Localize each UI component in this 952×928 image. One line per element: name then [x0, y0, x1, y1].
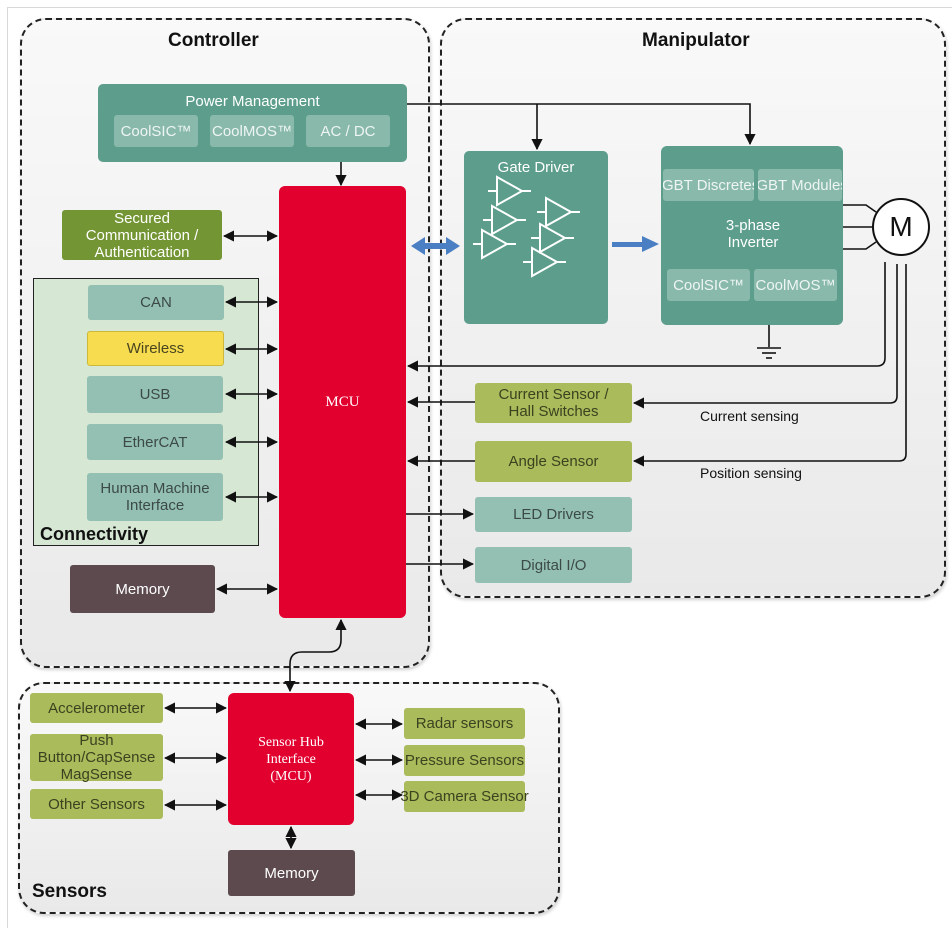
sensors-memory[interactable]: Memory [228, 850, 355, 896]
connectivity-usb[interactable]: USB [87, 376, 223, 413]
secured-communication-label: Secured Communication / Authentication [85, 209, 199, 261]
connectivity-ethercat[interactable]: EtherCAT [87, 424, 223, 460]
led-drivers-block[interactable]: LED Drivers [475, 497, 632, 532]
controller-memory[interactable]: Memory [70, 565, 215, 613]
sensor-radar[interactable]: Radar sensors [404, 708, 525, 739]
secured-communication-block[interactable]: Secured Communication / Authentication [62, 209, 222, 261]
inverter-coolsic[interactable]: CoolSIC™ [667, 269, 750, 301]
inverter-igbt-discretes[interactable]: IGBT Discretes [663, 169, 754, 201]
pm-coolsic[interactable]: CoolSIC™ [114, 115, 198, 147]
inverter-igbt-modules[interactable]: IGBT Modules [758, 169, 842, 201]
gate-driver-block[interactable]: Gate Driver [464, 151, 608, 324]
connectivity-hmi-label: Human Machine Interface [100, 480, 210, 514]
current-sensing-label: Current sensing [700, 408, 799, 424]
current-sensor-block[interactable]: Current Sensor / Hall Switches [475, 383, 632, 423]
connectivity-can[interactable]: CAN [88, 285, 224, 320]
sensor-accelerometer[interactable]: Accelerometer [30, 693, 163, 723]
gate-driver-label: Gate Driver [497, 159, 575, 176]
sensor-hub-label: Sensor Hub Interface (MCU) [258, 734, 324, 784]
connectivity-wireless[interactable]: Wireless [87, 331, 224, 366]
connectivity-title: Connectivity [40, 524, 149, 544]
power-management-block[interactable]: Power Management [98, 84, 407, 162]
angle-sensor-block[interactable]: Angle Sensor [475, 441, 632, 482]
sensor-push-button[interactable]: Push Button/CapSense MagSense [30, 732, 163, 783]
pm-ac-dc[interactable]: AC / DC [306, 115, 390, 147]
sensor-3d-camera[interactable]: 3D Camera Sensor [400, 781, 529, 812]
diagram-frame [7, 7, 952, 928]
pm-coolmos[interactable]: CoolMOS™ [210, 115, 294, 147]
inverter-coolmos[interactable]: CoolMOS™ [754, 269, 837, 301]
sensor-hub-block[interactable]: Sensor Hub Interface (MCU) [228, 693, 354, 825]
mcu-block[interactable]: MCU [279, 186, 406, 618]
sensor-other[interactable]: Other Sensors [30, 789, 163, 819]
controller-title: Controller [168, 30, 259, 51]
current-sensor-label: Current Sensor / Hall Switches [498, 386, 609, 420]
sensor-push-button-label: Push Button/CapSense MagSense [37, 732, 156, 783]
sensor-pressure[interactable]: Pressure Sensors [404, 745, 525, 776]
digital-io-block[interactable]: Digital I/O [475, 547, 632, 583]
manipulator-title: Manipulator [642, 30, 750, 51]
power-management-title: Power Management [185, 93, 320, 110]
sensors-title: Sensors [32, 881, 107, 902]
position-sensing-label: Position sensing [700, 465, 802, 481]
motor-icon[interactable]: M [872, 198, 930, 256]
inverter-title: 3-phase Inverter [725, 217, 781, 251]
connectivity-hmi[interactable]: Human Machine Interface [87, 473, 223, 521]
